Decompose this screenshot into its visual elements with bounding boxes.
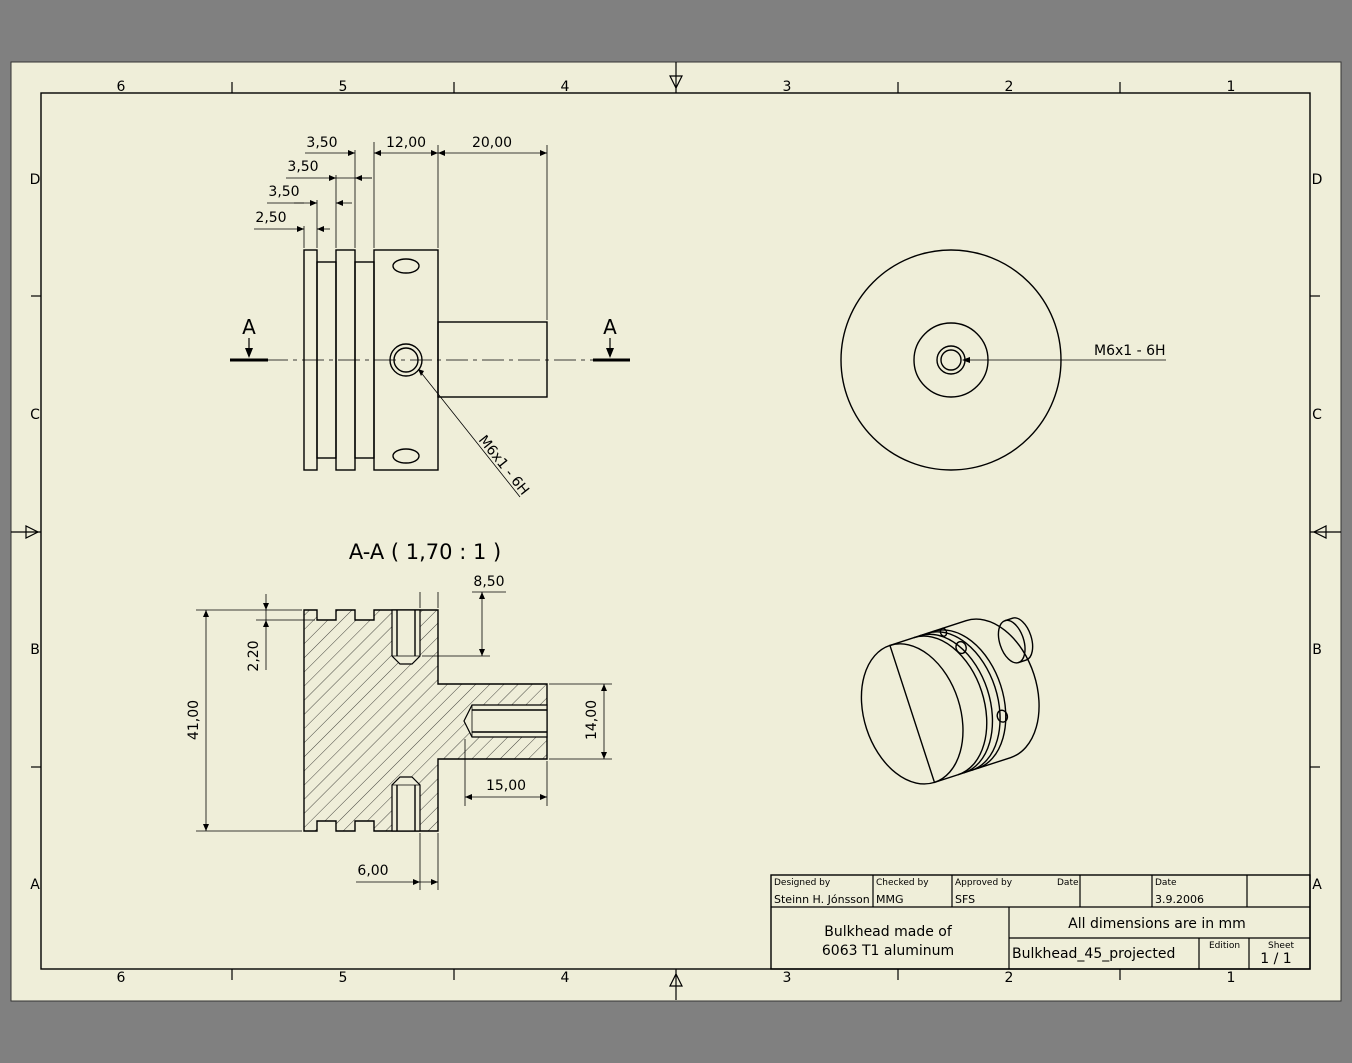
units-note: All dimensions are in mm [1068,916,1246,932]
section-marker-left: A [242,315,256,339]
date-label: Date [1155,878,1177,888]
row-label-right-D: D [1312,172,1323,188]
section-title: A-A ( 1,70 : 1 ) [349,540,501,564]
section-dim-14-00: 14,00 [584,700,600,740]
paper [10,61,1342,1002]
approved-by-value: SFS [955,893,975,906]
front-dim-3-50-mid: 3,50 [287,159,318,175]
section-marker-right: A [603,315,617,339]
col-label-top-3: 3 [783,79,792,95]
row-label-left-B: B [30,642,40,658]
section-dim-6-00: 6,00 [357,863,388,879]
col-label-bottom-4: 4 [561,970,570,986]
checked-by-value: MMG [876,893,904,906]
col-label-top-6: 6 [117,79,126,95]
designed-by-label: Designed by [774,878,831,888]
section-view: A-A ( 1,70 : 1 ) [186,540,612,890]
column-ticks [31,82,1320,980]
col-label-bottom-2: 2 [1005,970,1014,986]
col-label-top-5: 5 [339,79,348,95]
zone-labels: 6 5 4 3 2 1 6 5 4 3 2 1 D C B A D C B A [30,79,1323,986]
edition-label: Edition [1209,941,1240,951]
title-block: Designed by Steinn H. Jónsson Checked by… [770,874,1311,970]
col-label-bottom-3: 3 [783,970,792,986]
front-dim-20-00: 20,00 [472,135,512,151]
row-label-right-B: B [1312,642,1322,658]
date-value: 3.9.2006 [1155,893,1204,906]
row-label-left-A: A [30,877,40,893]
col-label-top-2: 2 [1005,79,1014,95]
date-label-approved: Date [1057,878,1079,888]
isometric-view [860,617,1040,785]
designed-by-value: Steinn H. Jónsson [774,893,870,906]
centering-marks [11,62,1341,1000]
col-label-top-1: 1 [1227,79,1236,95]
row-label-left-C: C [30,407,40,423]
row-label-right-A: A [1312,877,1322,893]
front-dim-12-00: 12,00 [386,135,426,151]
description-line-1: Bulkhead made of [824,924,953,940]
col-label-bottom-1: 1 [1227,970,1236,986]
section-dim-8-50: 8,50 [473,574,504,590]
sheet-label: Sheet [1268,941,1294,951]
col-label-bottom-5: 5 [339,970,348,986]
col-label-top-4: 4 [561,79,570,95]
section-dim-41-00: 41,00 [186,700,202,740]
row-label-right-C: C [1312,407,1322,423]
col-label-bottom-6: 6 [117,970,126,986]
checked-by-label: Checked by [876,878,929,888]
front-dim-3-50-low: 3,50 [268,184,299,200]
sheet-number: 1 / 1 [1260,951,1291,967]
side-thread-callout: M6x1 - 6H [1094,343,1166,359]
section-dim-2-20: 2,20 [246,640,262,671]
front-dim-2-50: 2,50 [255,210,286,226]
section-dim-15-00: 15,00 [486,778,526,794]
front-dim-3-50-top: 3,50 [306,135,337,151]
side-view: M6x1 - 6H [840,249,1166,471]
approved-by-label: Approved by [955,878,1013,888]
drawing-filename: Bulkhead_45_projected [1012,946,1175,962]
description-line-2: 6063 T1 aluminum [822,943,954,959]
row-label-left-D: D [30,172,41,188]
